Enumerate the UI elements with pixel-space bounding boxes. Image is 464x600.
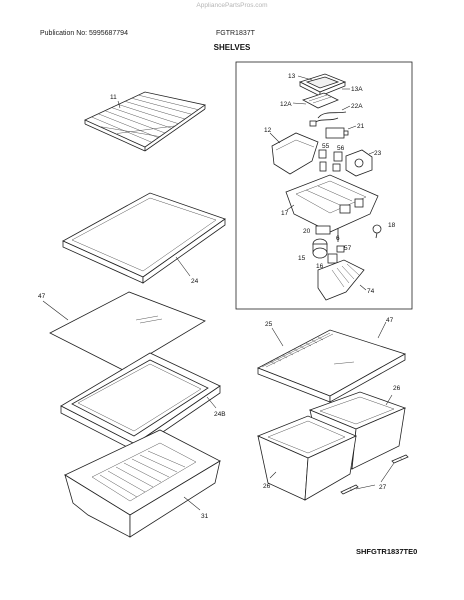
shelf-frame-24b [60,352,221,452]
callout-24: 24 [191,278,199,285]
crisper-drawer-31 [64,429,221,538]
callout-26-left: 26 [263,483,271,490]
model-number: FGTR1837T [216,30,255,37]
callout-47-left: 47 [38,293,46,300]
lens-12a [301,92,339,109]
callout-22a: 22A [351,103,363,110]
callout-26-right: 26 [393,385,401,392]
callout-20: 20 [303,228,311,235]
callout-55: 55 [322,143,330,150]
callout-25: 25 [265,321,273,328]
callout-16: 16 [316,263,324,270]
watermark: AppliancePartsPros.com [196,2,268,9]
shelf-25 [257,329,406,403]
wire-shelf-11 [84,91,206,152]
control-assembly-box [235,61,413,310]
section-title: SHELVES [213,43,251,52]
vent-74 [317,259,365,301]
part-20 [315,225,331,235]
part-18 [372,224,382,239]
part-15 [312,238,328,259]
callout-21: 21 [357,123,365,130]
callout-12a: 12A [280,101,292,108]
callout-12: 12 [264,127,272,134]
callout-57: 57 [344,245,352,252]
diagram-code: SHFGTR1837TE0 [356,547,418,556]
callout-23: 23 [374,150,382,157]
callout-17: 17 [281,210,289,217]
rails-27 [340,454,409,495]
light-housing-12 [271,132,319,175]
part-56 [332,151,343,172]
glass-shelf-24 [62,192,226,284]
callout-74: 74 [367,288,375,295]
callout-24b: 24B [214,411,226,418]
callout-6: 6 [336,235,340,242]
part-16 [327,253,338,264]
callout-13: 13 [288,73,296,80]
callout-11: 11 [110,94,117,101]
callout-13a: 13A [351,86,363,93]
part-21 [325,127,349,139]
control-housing-17 [285,174,379,233]
control-23 [345,149,373,177]
light-cover-13 [298,73,347,97]
part-57 [336,245,345,253]
callout-15: 15 [298,255,306,262]
publication-number: Publication No: 5995687794 [40,30,128,37]
callout-27: 27 [379,484,387,491]
wire-harness-22a [309,111,347,127]
callout-31: 31 [201,513,209,520]
crisper-pan-26-left [256,415,357,501]
glass-panel-47-left [49,291,206,371]
callout-47-right: 47 [386,317,394,324]
part-55 [318,149,327,172]
callout-18: 18 [388,222,396,229]
callout-56: 56 [337,145,345,152]
